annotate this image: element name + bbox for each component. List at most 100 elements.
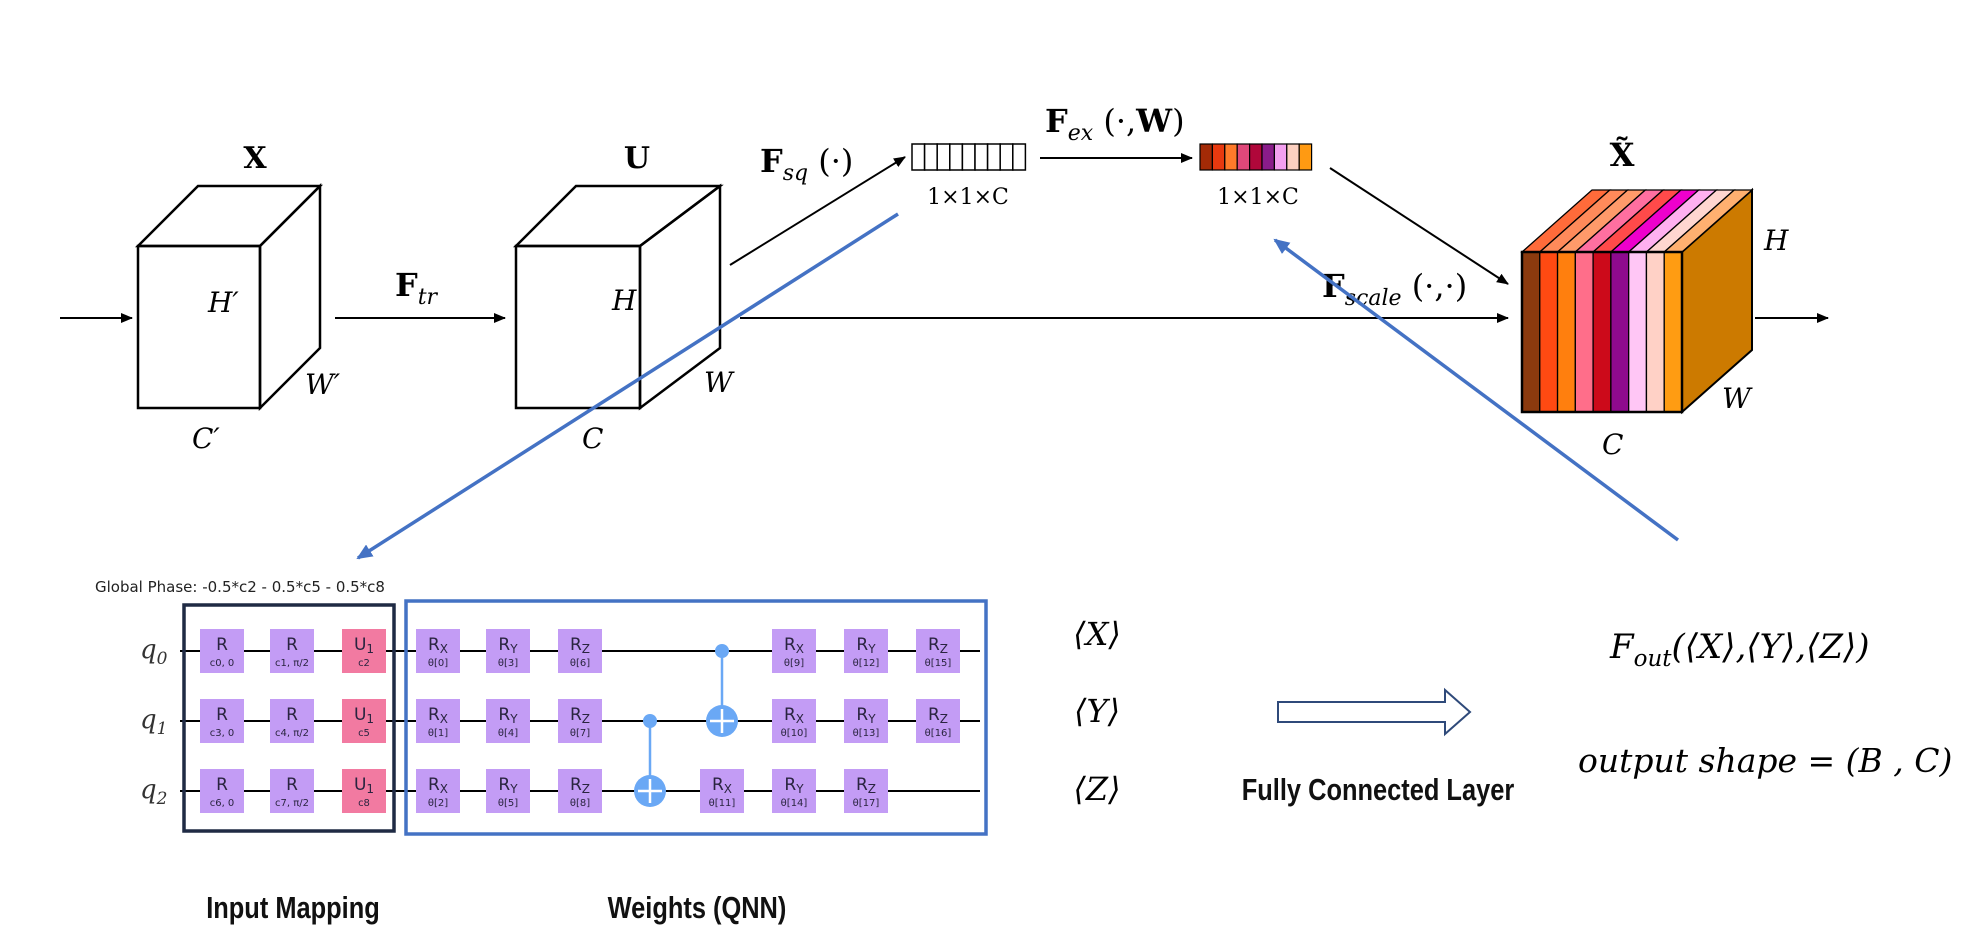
svg-text:θ[7]: θ[7] — [570, 728, 590, 739]
svg-text:RY: RY — [498, 775, 518, 796]
excite-cell — [1211, 143, 1226, 171]
svg-text:RZ: RZ — [928, 635, 948, 656]
svg-text:θ[2]: θ[2] — [428, 798, 448, 809]
cube-u — [512, 183, 724, 411]
quantum-circuit: Global Phase: -0.5*c2 - 0.5*c5 - 0.5*c8 … — [95, 578, 988, 836]
svg-text:c2: c2 — [358, 658, 370, 669]
fc-hollow-arrow — [1277, 687, 1472, 737]
shape-label-squeeze: 1×1×C — [927, 185, 1009, 210]
svg-text:RX: RX — [428, 635, 448, 656]
squeeze-cell — [974, 143, 989, 171]
svg-text:RY: RY — [856, 705, 876, 726]
weight-gate: RYθ[5] — [486, 769, 530, 813]
svg-text:R: R — [216, 705, 228, 725]
svg-text:RY: RY — [856, 635, 876, 656]
label-u: U — [624, 141, 650, 176]
input-gate: Rc1, π/2 — [270, 629, 314, 673]
weight-gate: RYθ[13] — [844, 699, 888, 743]
label-w: W — [704, 366, 735, 399]
shape-label-excite: 1×1×C — [1217, 185, 1299, 210]
input-gate: Rc6, 0 — [200, 769, 244, 813]
svg-text:c0, 0: c0, 0 — [210, 658, 235, 669]
svg-text:c3, 0: c3, 0 — [210, 728, 235, 739]
svg-text:U1: U1 — [354, 775, 374, 796]
squeeze-cell — [949, 143, 964, 171]
weight-gate: RXθ[10] — [772, 699, 816, 743]
weight-gate: RXθ[11] — [700, 769, 744, 813]
label-x-tilde: X̃ — [1610, 136, 1635, 174]
svg-text:c7, π/2: c7, π/2 — [275, 798, 309, 809]
excitation-vector — [1199, 143, 1313, 171]
weight-gate: RYθ[3] — [486, 629, 530, 673]
svg-text:θ[8]: θ[8] — [570, 798, 590, 809]
cube-channel — [1628, 251, 1648, 413]
input-mapping-box — [182, 603, 396, 833]
svg-text:R: R — [286, 705, 298, 725]
svg-text:RY: RY — [784, 775, 804, 796]
weight-gate: RZ θ[16] — [916, 699, 960, 743]
cube-channel — [1610, 251, 1630, 413]
svg-text:θ[1]: θ[1] — [428, 728, 448, 739]
weight-gate: RXθ[2] — [416, 769, 460, 813]
weight-gate: RZθ[6] — [558, 629, 602, 673]
excite-cell — [1261, 143, 1275, 171]
svg-text:U1: U1 — [354, 635, 374, 656]
svg-text:θ[15]: θ[15] — [925, 658, 952, 669]
svg-text:θ[10]: θ[10] — [781, 728, 808, 739]
svg-text:R: R — [286, 635, 298, 655]
squeeze-cell — [1012, 143, 1027, 171]
svg-text:θ[0]: θ[0] — [428, 658, 448, 669]
svg-text:RX: RX — [712, 775, 732, 796]
squeeze-vector — [911, 143, 1027, 171]
input-gate: Rc4, π/2 — [270, 699, 314, 743]
label-h-prime: H′ — [207, 286, 239, 319]
svg-text:R: R — [286, 775, 298, 795]
label-x: X — [243, 141, 267, 176]
cube-channel — [1645, 251, 1665, 413]
svg-text:U1: U1 — [354, 705, 374, 726]
output-shape-formula: output shape = (B , C) — [1578, 741, 1952, 780]
excite-cell — [1224, 143, 1238, 171]
f-ex-label: Fex (·,W) — [1045, 102, 1185, 146]
fc-to-excite-arrow — [1273, 238, 1680, 542]
svg-text:RX: RX — [784, 635, 804, 656]
se-block-top: X H′ W′ C′ Ftr U H W C Fsq (·) 1×1×C Fex… — [60, 102, 1829, 461]
input-gate: Rc0, 0 — [200, 629, 244, 673]
qubit-label-q2: q2 — [140, 775, 167, 809]
svg-text:c8: c8 — [358, 798, 370, 809]
cube-channel — [1663, 251, 1683, 413]
svg-text:θ[3]: θ[3] — [498, 658, 518, 669]
weight-gate: RX θ[0] — [416, 629, 460, 673]
svg-text:R: R — [216, 635, 228, 655]
squeeze-cell — [999, 143, 1014, 171]
excite-cell — [1273, 143, 1288, 171]
weight-gate: RXθ[1] — [416, 699, 460, 743]
qubit-label-q1: q1 — [140, 705, 167, 739]
cube-channel — [1521, 251, 1541, 413]
expectation-y: ⟨Y⟩ — [1074, 692, 1120, 730]
label-w-scaled: W — [1722, 382, 1753, 415]
weight-gate: RYθ[14] — [772, 769, 816, 813]
svg-text:RZ: RZ — [928, 705, 948, 726]
squeeze-cell — [936, 143, 951, 171]
label-h-scaled: H — [1763, 224, 1789, 257]
input-gate: Rc7, π/2 — [270, 769, 314, 813]
cube-channel — [1574, 251, 1594, 413]
cube-x-tilde — [1520, 187, 1754, 415]
f-tr-label: Ftr — [395, 266, 439, 310]
svg-text:θ[12]: θ[12] — [853, 658, 880, 669]
cube-channel — [1592, 251, 1612, 413]
svg-text:c4, π/2: c4, π/2 — [275, 728, 309, 739]
excite-cell — [1236, 143, 1251, 171]
svg-text:R: R — [216, 775, 228, 795]
excite-cell — [1298, 143, 1313, 171]
svg-text:θ[17]: θ[17] — [853, 798, 880, 809]
label-w-prime: W′ — [305, 368, 341, 401]
svg-text:θ[16]: θ[16] — [925, 728, 952, 739]
cube-channel — [1556, 251, 1576, 413]
svg-text:θ[4]: θ[4] — [498, 728, 518, 739]
excite-to-scale-arrow — [1329, 167, 1509, 285]
